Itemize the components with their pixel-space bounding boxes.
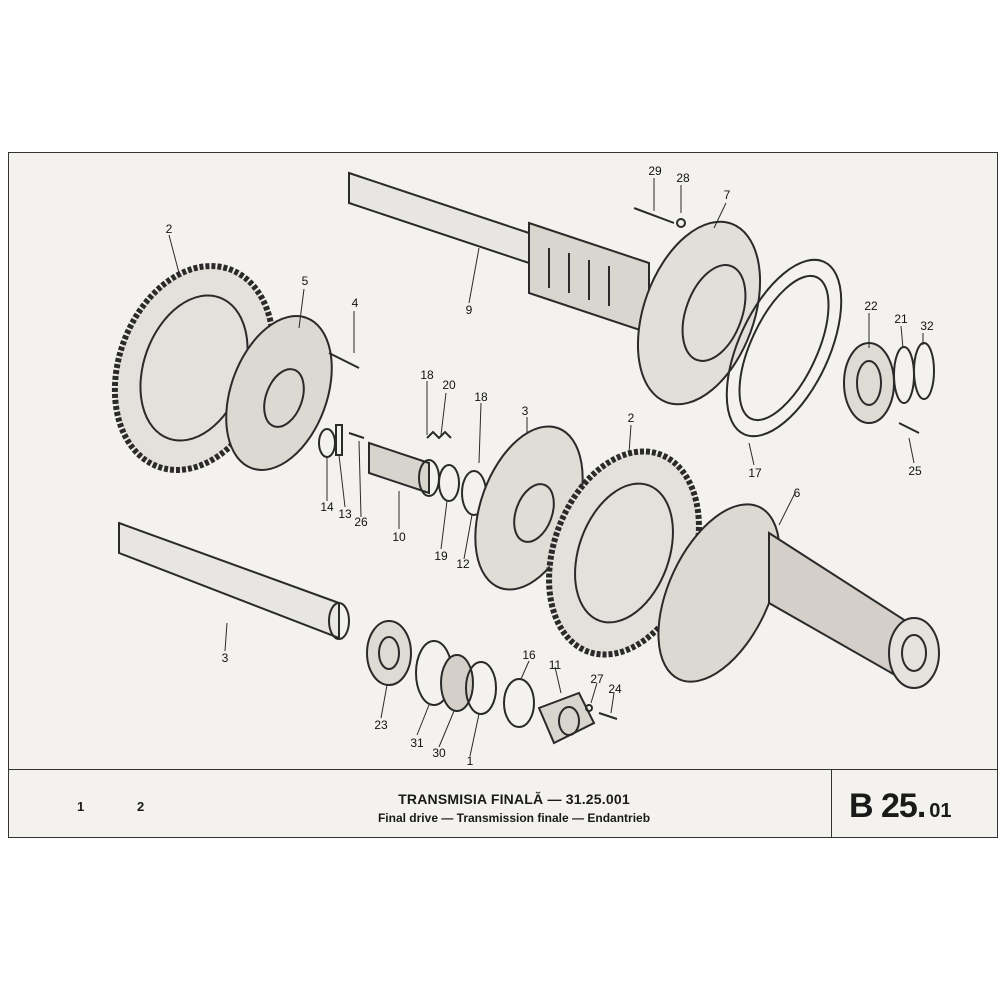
callout-7: 7 [723, 188, 731, 202]
bearing-part-22 [843, 342, 895, 424]
callout-21: 21 [894, 312, 908, 326]
callout-12: 12 [456, 557, 470, 571]
callout-2-right: 2 [627, 411, 635, 425]
page-number-right: 2 [137, 799, 145, 814]
catalog-page: 2 5 4 9 7 29 28 22 21 32 25 17 6 2 3 18 … [8, 152, 998, 838]
callout-13: 13 [338, 507, 352, 521]
diagram-subtitle: Final drive — Transmission finale — Enda… [377, 811, 651, 825]
roller-bearing-part-23 [366, 620, 412, 686]
callout-18-left: 18 [420, 368, 434, 382]
callout-9: 9 [465, 303, 473, 317]
exploded-view-svg [111, 171, 940, 757]
callout-23: 23 [374, 718, 388, 732]
gasket-part-17 [725, 258, 843, 438]
seal-part-30 [440, 654, 474, 712]
washer-part-27 [585, 704, 593, 712]
flange-housing-part-7 [636, 220, 762, 406]
shim-part-16 [503, 678, 535, 728]
callout-14: 14 [320, 500, 334, 514]
callout-28: 28 [676, 171, 690, 185]
callout-27: 27 [590, 672, 604, 686]
bolt-part-25 [898, 422, 920, 434]
footer-divider [831, 769, 832, 837]
washer-part-28 [676, 218, 686, 228]
bolt-part-29 [633, 207, 675, 224]
axle-housing-part-6 [657, 503, 940, 689]
lower-shaft-part-3 [118, 521, 350, 640]
callout-18-right: 18 [474, 390, 488, 404]
hub-flange-part-5 [225, 315, 333, 471]
sheet-code: B 25.01 [849, 787, 952, 826]
bolt-part-24 [598, 712, 618, 720]
callout-25: 25 [908, 464, 922, 478]
callout-2-left: 2 [165, 222, 173, 236]
callout-4: 4 [351, 296, 359, 310]
key-part-13 [335, 424, 343, 456]
callout-10: 10 [392, 530, 406, 544]
callout-17: 17 [748, 466, 762, 480]
callout-11: 11 [548, 658, 562, 672]
callout-3-lower: 3 [221, 651, 229, 665]
callout-19: 19 [434, 549, 448, 563]
ring-part-32 [913, 342, 935, 400]
exploded-view-drawing: 2 5 4 9 7 29 28 22 21 32 25 17 6 2 3 18 … [9, 153, 997, 770]
callout-5: 5 [301, 274, 309, 288]
pin-part-26 [348, 432, 365, 439]
cover-part-11 [537, 691, 596, 745]
leader-lines [168, 178, 924, 757]
callout-32: 32 [920, 319, 934, 333]
callout-20: 20 [442, 378, 456, 392]
ring-part-21 [893, 346, 915, 404]
ring-part-1 [465, 661, 497, 715]
callout-6: 6 [793, 486, 801, 500]
washer-part-14 [318, 428, 336, 458]
upper-shaft-part-9 [348, 171, 650, 335]
callout-31: 31 [410, 736, 424, 750]
callout-29: 29 [648, 164, 662, 178]
callout-3-upper: 3 [521, 404, 529, 418]
page-number-left: 1 [77, 799, 85, 814]
callout-24: 24 [608, 682, 622, 696]
callout-22: 22 [864, 299, 878, 313]
ring-part-19 [438, 464, 460, 502]
callout-26: 26 [354, 515, 368, 529]
sheet-code-main: B 25. [849, 787, 926, 825]
sleeve-part-10 [368, 441, 440, 497]
callout-1: 1 [466, 754, 474, 768]
callout-16: 16 [522, 648, 536, 662]
sheet-code-suffix: 01 [929, 800, 952, 822]
pin-part-4 [328, 352, 360, 369]
callout-30: 30 [432, 746, 446, 760]
spring-part-20 [426, 430, 452, 440]
diagram-title: TRANSMISIA FINALĂ — 31.25.001 [398, 791, 630, 807]
footer-bar: 1 2 TRANSMISIA FINALĂ — 31.25.001 Final … [9, 769, 997, 837]
